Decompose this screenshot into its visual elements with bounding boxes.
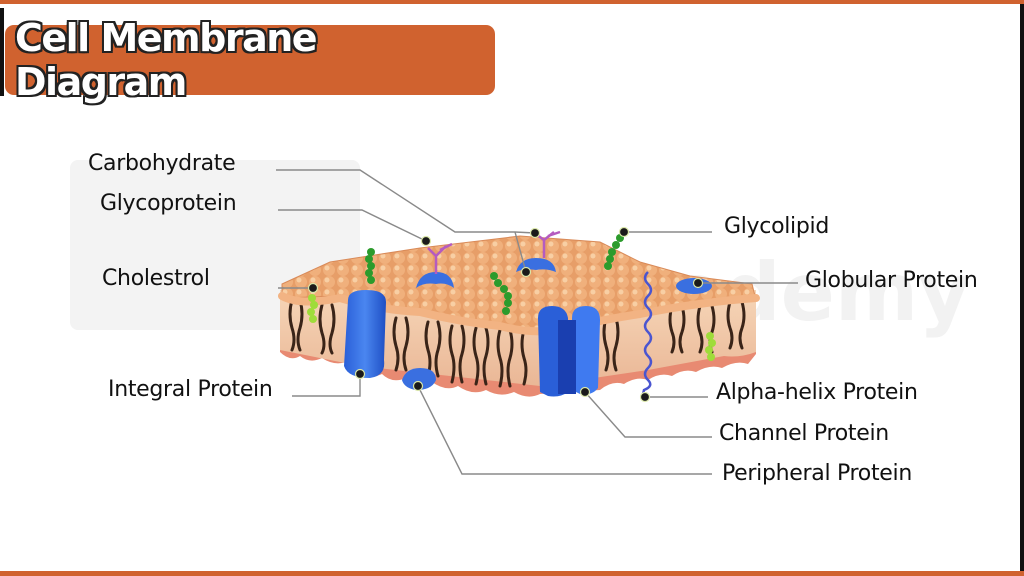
- label-glycolipid: Glycolipid: [724, 214, 830, 239]
- glyco-branches: [427, 230, 561, 274]
- label-cholestrol: Cholestrol: [102, 266, 210, 291]
- label-peripheral-protein: Peripheral Protein: [722, 461, 912, 486]
- alpha-helix-shape: [640, 271, 653, 399]
- page-title: Cell Membrane Diagram: [15, 16, 318, 104]
- carbohydrate-chains: [365, 234, 624, 315]
- label-channel-protein: Channel Protein: [719, 421, 889, 446]
- leader-lines: [276, 169, 798, 475]
- glycoprotein-dome: [416, 272, 454, 288]
- right-edge: [1020, 4, 1024, 571]
- cholesterol-molecules: [307, 294, 716, 361]
- label-alpha-helix-protein: Alpha-helix Protein: [716, 380, 918, 405]
- label-carbohydrate: Carbohydrate: [88, 151, 236, 176]
- left-edge: [0, 8, 4, 96]
- bottom-border: [0, 571, 1024, 576]
- top-border: [0, 0, 1024, 4]
- title-banner: Cell Membrane Diagram: [5, 16, 495, 104]
- integral-protein-shape: [344, 290, 386, 378]
- label-integral-protein: Integral Protein: [108, 377, 273, 402]
- label-globular-protein: Globular Protein: [805, 268, 978, 293]
- channel-protein-shape: [538, 306, 600, 397]
- label-glycoprotein: Glycoprotein: [100, 191, 237, 216]
- lipid-bilayer: [278, 235, 760, 397]
- peripheral-protein-shape: [402, 368, 436, 390]
- label-dots: [307, 226, 704, 403]
